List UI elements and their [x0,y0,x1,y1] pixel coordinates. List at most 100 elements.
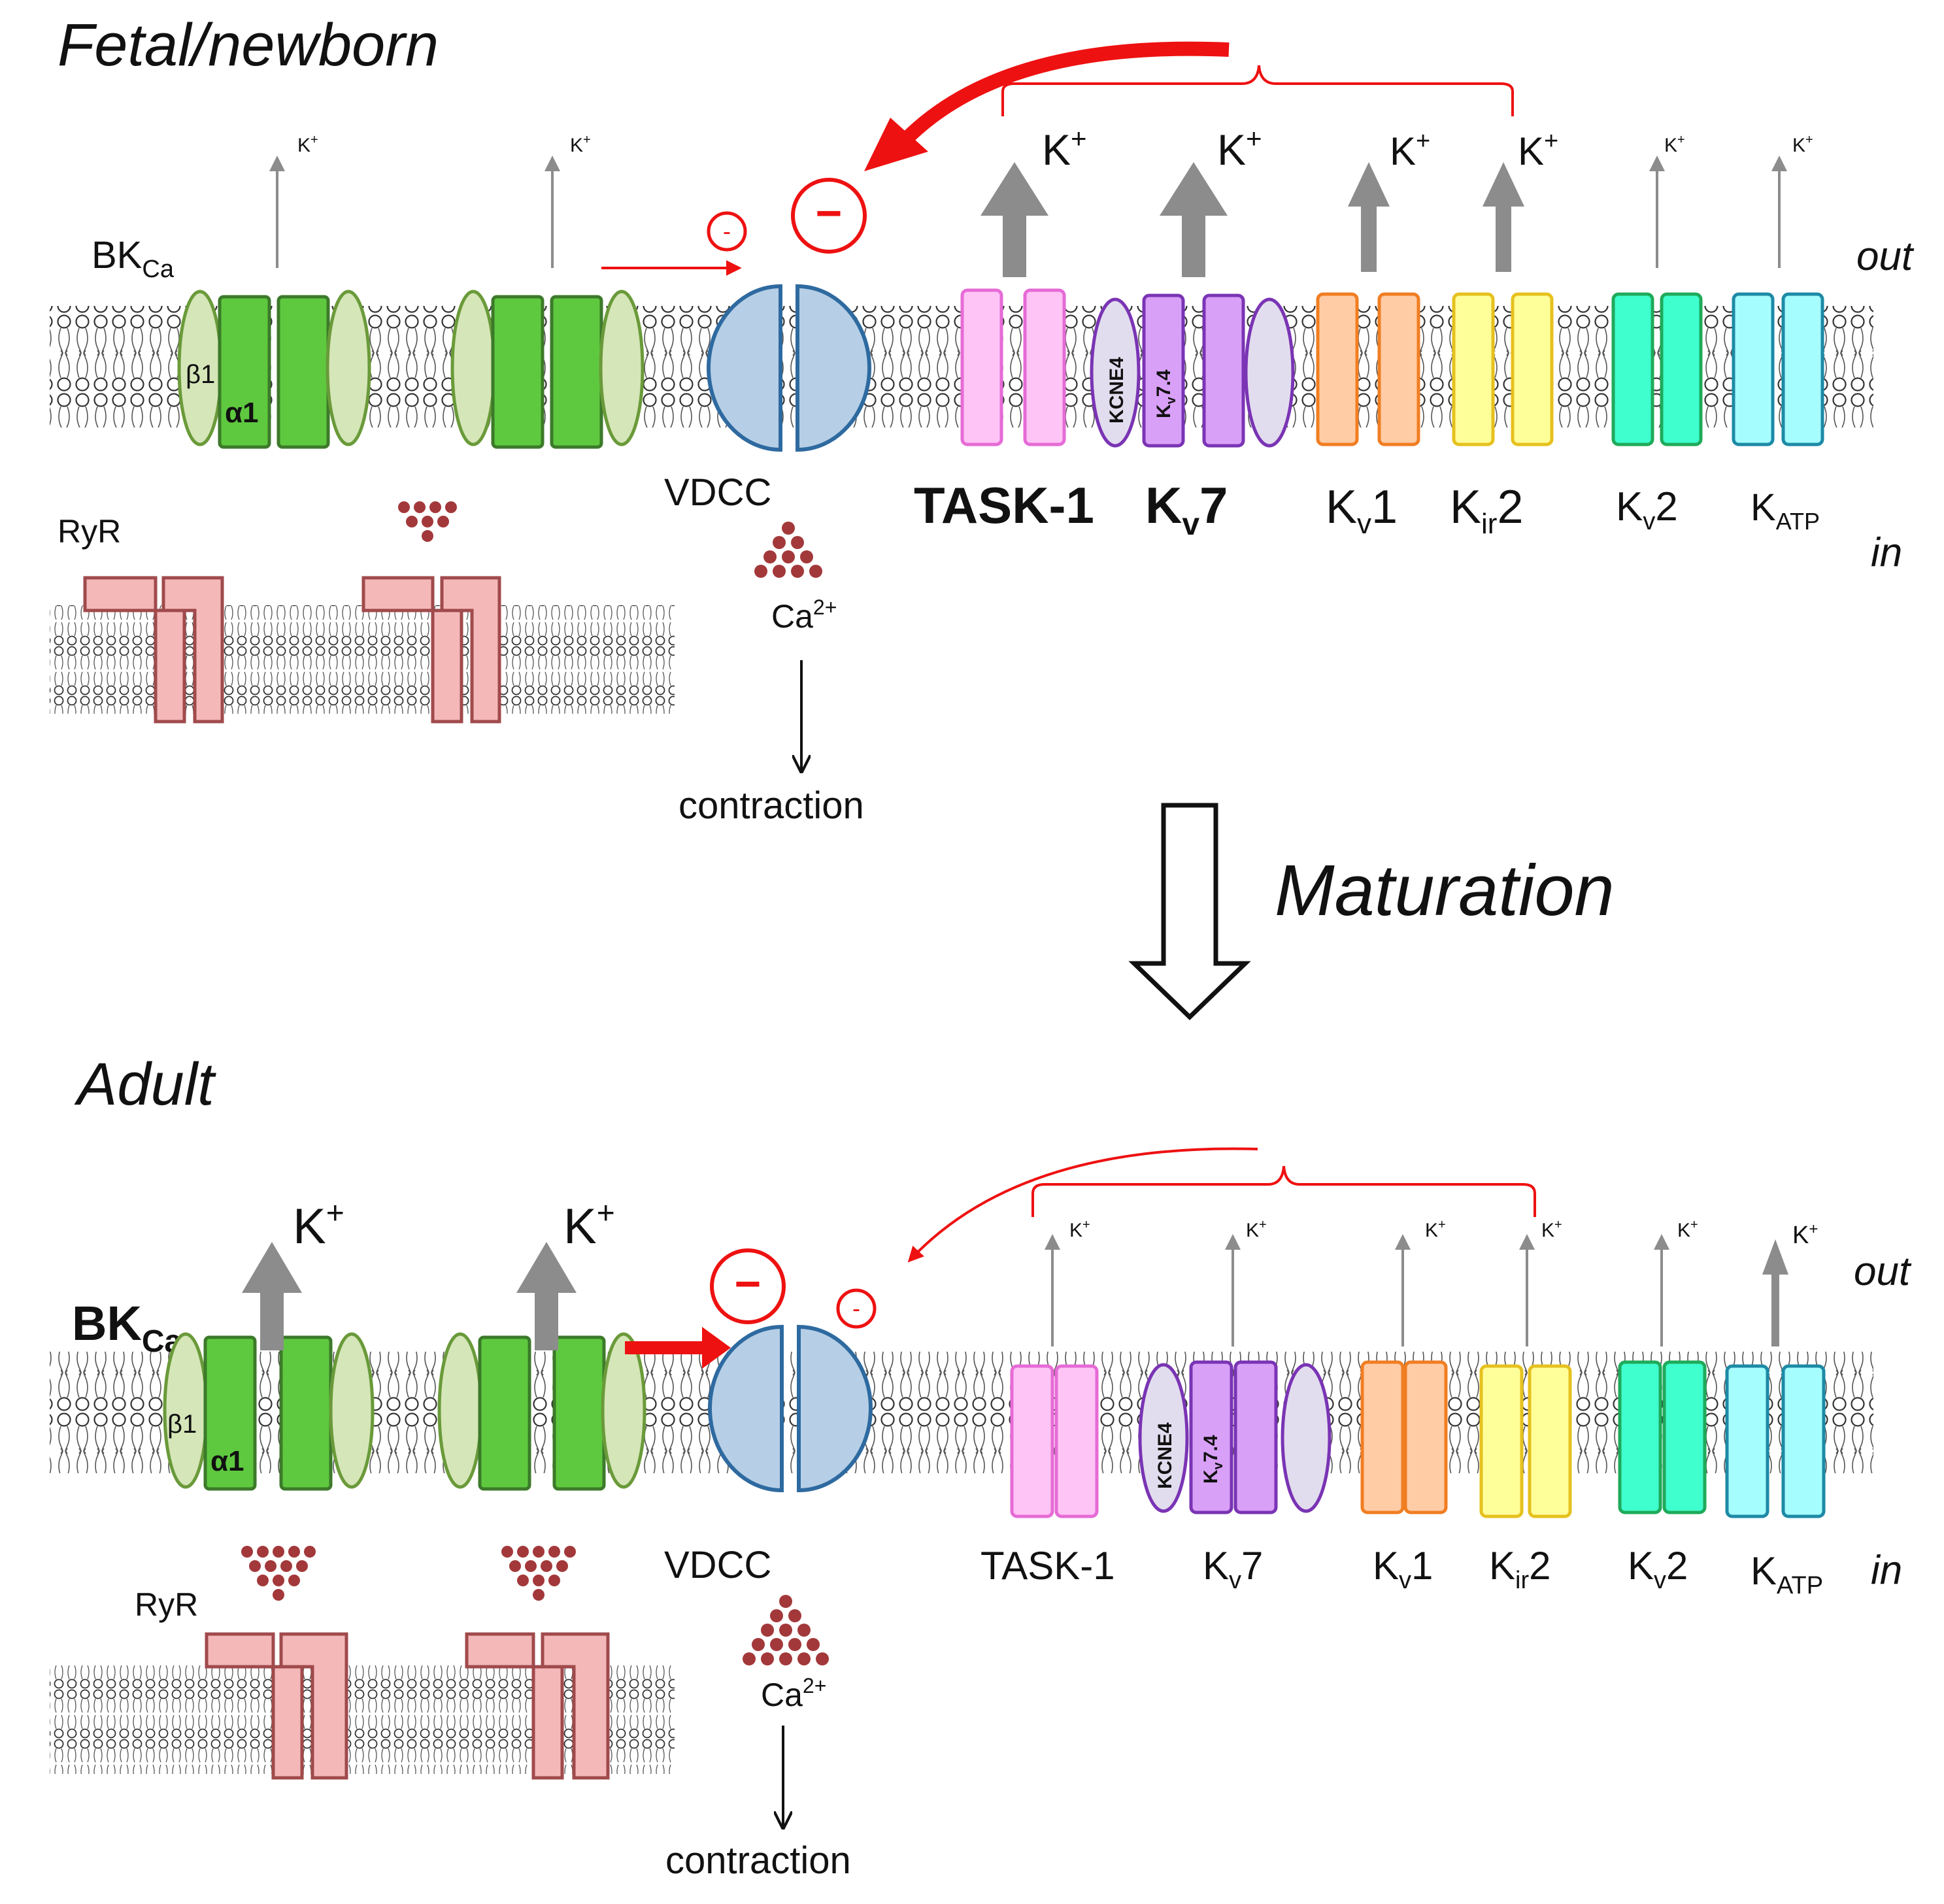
vdcc-channel-bottom [708,1324,873,1493]
ryr-channel-top-1 [83,576,224,724]
task1-label-bottom: TASK-1 [980,1544,1115,1588]
inhibition-sign-small [836,1288,877,1329]
alpha1-label: α1 [210,1445,244,1477]
k-ion-label-kv1-top: K+ [1390,127,1430,173]
k-efflux-arrows-top-thick [980,162,1524,277]
contraction-label-bottom: contraction [665,1839,851,1882]
inhibition-sign-large-text: − [735,1258,762,1309]
bkca-alpha-subunit [279,1335,333,1491]
inhibition-sign-small-text: - [723,218,731,244]
ca-label-top: Ca2+ [771,595,837,635]
ryr-channel-bottom-2 [465,1632,610,1780]
kv2-channel-top [1611,292,1703,446]
panel-title-fetal: Fetal/newborn [58,12,439,78]
bkca-alpha-subunit [277,295,330,449]
kv1-channel-top [1316,292,1420,446]
katp-channel-bottom [1725,1364,1826,1518]
k-channel-bracket-bottom [1031,1165,1536,1217]
sr-membrane-top [50,605,675,714]
alpha1-label: α1 [225,397,259,429]
bkca-alpha-subunit [203,1335,257,1491]
k-ion-label-small: K+ [1664,133,1685,156]
ca-influx-dots-top [754,522,822,578]
beta1-label: β1 [186,360,215,389]
task1-label-top: TASK-1 [914,476,1094,534]
panel-title-adult: Adult [74,1051,216,1118]
ca-label-bottom: Ca2+ [761,1674,826,1713]
kv2-label-top: Kv2 [1616,484,1678,535]
k-ion-label-kv7-top: K+ [1217,123,1262,174]
vdcc-label-top: VDCC [664,471,771,514]
kcne4-label-top: KCNE4 [1106,357,1128,424]
k-efflux-arrows-bottom-small [1045,1234,1669,1346]
contraction-label-top: contraction [679,784,864,827]
ca-influx-dots-bottom [743,1595,829,1665]
ca-release-dots-bottom-2 [501,1546,576,1601]
bkca-beta-subunit [437,1332,483,1489]
bkca-label-top: BKCa [92,234,175,283]
bkca-beta-subunit [601,1332,646,1489]
kcne4-label-bottom: KCNE4 [1154,1422,1176,1489]
kir2-channel-bottom [1479,1364,1572,1518]
ca-release-dots-small [398,501,457,542]
label-out-bottom: out [1854,1249,1912,1294]
bkca-alpha-subunit [218,295,271,449]
maturation-arrow [1128,803,1251,1020]
k-ion-label-bkca-bottom: K+ [563,1196,615,1254]
kv7-channel-top: KCNE4 Kv7.4 [1090,293,1295,448]
sr-membrane-bottom [50,1665,675,1774]
bkca-channel-top-2 [450,290,645,449]
k-channel-bracket-top [1001,65,1514,116]
bkca-beta-subunit [329,1332,375,1489]
kv1-label-bottom: Kv1 [1373,1544,1433,1594]
bk-to-vdcc-arrow-thick [625,1327,731,1369]
kir2-label-top: Kir2 [1450,481,1524,540]
inhibition-arrow-strong-head [864,118,928,171]
bkca-alpha-subunit [550,295,603,449]
katp-label-top: KATP [1751,486,1820,535]
label-in-top: in [1871,530,1902,575]
k-ion-label-small: K+ [1069,1218,1090,1241]
bkca-alpha-subunit [478,1335,531,1491]
ryr-label-top: RyR [58,513,121,550]
k-efflux-arrows-bkca-bottom [242,1242,577,1350]
bkca-beta-subunit [450,290,496,446]
k-efflux-arrow-katp-bottom [1762,1239,1788,1346]
inhibition-sign-large [710,1248,786,1324]
k-ion-label-small: K+ [1246,1218,1267,1241]
ryr-channel-top-2 [361,576,501,724]
kv1-channel-bottom [1360,1360,1448,1514]
label-out-top: out [1856,234,1915,279]
kir2-channel-top [1452,292,1554,446]
katp-label-bottom: KATP [1751,1549,1823,1599]
kv74-label-bottom: Kv7.4 [1200,1435,1226,1484]
kv2-label-bottom: Kv2 [1628,1544,1688,1594]
bkca-beta-subunit [326,290,371,446]
k-ion-label-small: K+ [570,133,591,156]
k-ion-label-small: K+ [1541,1218,1562,1241]
bkca-channel-top-1: β1 α1 [177,290,371,449]
bkca-channel-bottom-2 [437,1332,646,1491]
k-ion-label-kir2-top: K+ [1518,127,1558,173]
kv74-label-top: Kv7.4 [1153,369,1179,418]
task1-channel-top [960,288,1066,446]
kir2-label-bottom: Kir2 [1489,1544,1551,1594]
bkca-label-bottom: BKCa [72,1296,182,1359]
label-in-bottom: in [1871,1548,1902,1593]
bkca-alpha-subunit [491,295,545,449]
k-ion-label-katp-bottom: K+ [1792,1220,1818,1249]
inhibition-arrow-weak [907,1147,1258,1263]
k-ion-label-bkca-bottom: K+ [293,1196,344,1254]
task1-channel-bottom [1010,1364,1099,1518]
vdcc-label-bottom: VDCC [664,1544,771,1586]
inhibition-sign-large-text: − [816,188,843,239]
bkca-alpha-subunit [552,1335,606,1491]
beta1-label: β1 [167,1410,197,1439]
k-ion-label-small: K+ [297,133,318,156]
kv7-label-top: Kv7 [1145,476,1228,542]
ryr-channel-bottom-1 [205,1632,348,1780]
inhibition-sign-small [707,211,747,252]
ca-release-dots-bottom-1 [241,1546,316,1601]
